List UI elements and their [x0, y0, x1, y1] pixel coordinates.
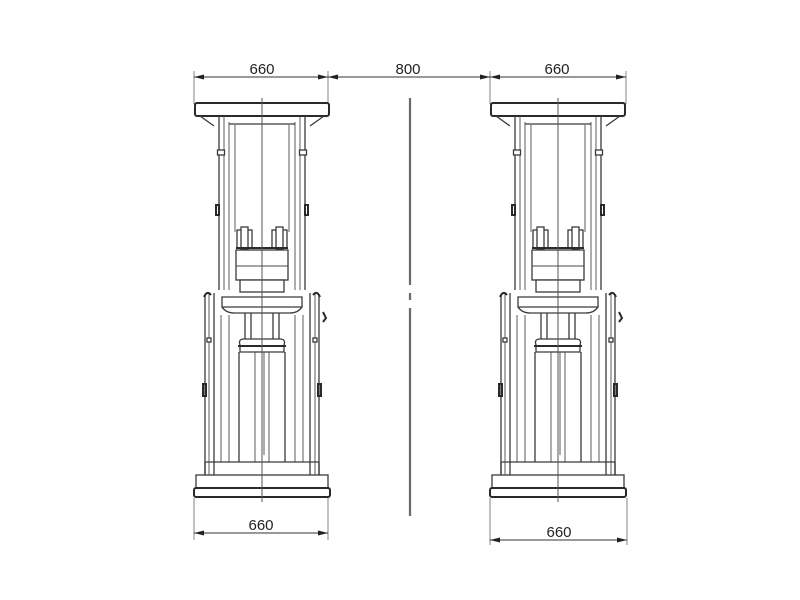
left-column	[193, 97, 331, 503]
dim-column-spacing: 800	[395, 61, 420, 78]
dim-left-base-width: 660	[248, 517, 273, 534]
dim-right-top-width: 660	[544, 61, 569, 78]
dim-left-top-width: 660	[249, 61, 274, 78]
right-column	[489, 97, 627, 503]
bottom-dimensions: 660 660	[193, 498, 628, 545]
dim-right-base-width: 660	[546, 524, 571, 541]
top-dimensions: 660 800 660	[193, 61, 627, 104]
